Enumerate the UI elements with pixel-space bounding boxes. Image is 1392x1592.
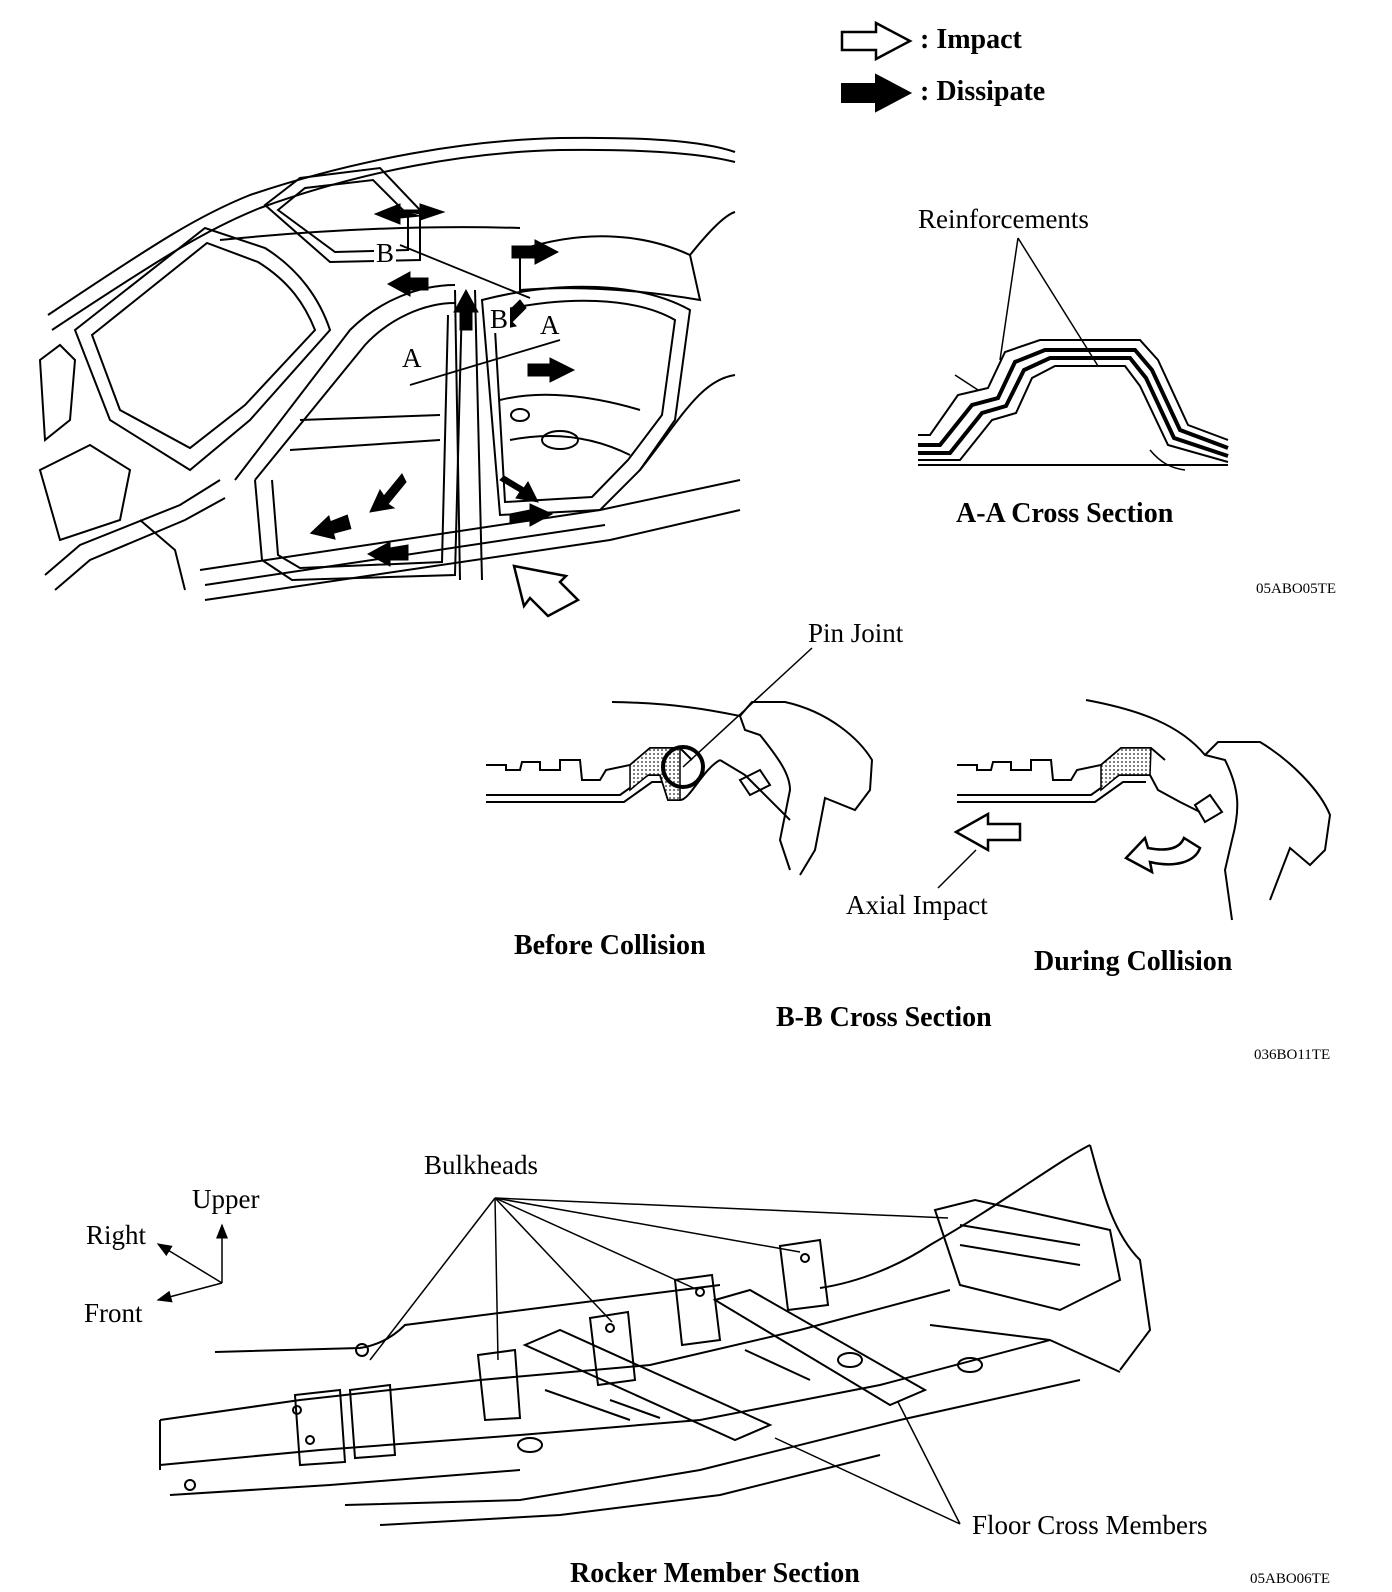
legend-impact-label: : Impact — [920, 24, 1022, 55]
dissipate-arrows — [309, 203, 576, 567]
aa-cross-section-profile — [918, 339, 1229, 471]
orientation-axes — [156, 1223, 228, 1303]
floor-cross-members-leader-lines — [774, 1401, 961, 1525]
rocker-member-structure — [159, 1144, 1152, 1526]
bulkheads-leader-lines — [369, 1197, 949, 1361]
legend-dissipate-label: : Dissipate — [920, 76, 1046, 107]
bb-during-filled-reinforcement — [1100, 747, 1152, 792]
rotation-arrow — [1123, 835, 1202, 875]
section-mark-b-left: B — [374, 238, 397, 268]
rocker-figure-code: 05ABO06TE — [1250, 1571, 1330, 1587]
bb-during-collision-profile — [957, 699, 1332, 921]
section-mark-a-right: A — [538, 310, 562, 340]
before-collision-title: Before Collision — [514, 930, 706, 961]
legend-impact-arrow — [840, 20, 913, 62]
bb-cross-section-title: B-B Cross Section — [776, 1002, 992, 1033]
body-side-structure — [38, 136, 741, 601]
axial-impact-callout: Axial Impact — [846, 890, 988, 920]
bulkheads-callout: Bulkheads — [424, 1150, 538, 1180]
bb-before-filled-reinforcement — [629, 747, 681, 801]
aa-cross-section-title: A-A Cross Section — [956, 498, 1174, 529]
during-collision-title: During Collision — [1034, 946, 1233, 977]
reinforcements-callout: Reinforcements — [918, 204, 1089, 234]
pin-joint-marker — [661, 745, 705, 789]
axial-impact-arrow — [953, 811, 1022, 853]
section-mark-b-right: B — [488, 304, 511, 334]
rocker-member-section-title: Rocker Member Section — [570, 1558, 860, 1589]
pin-joint-callout: Pin Joint — [808, 618, 904, 648]
axial-impact-leader-line — [937, 849, 977, 889]
pin-joint-leader-line — [682, 647, 813, 768]
orientation-right-label: Right — [86, 1220, 147, 1250]
floor-cross-members-callout: Floor Cross Members — [972, 1510, 1208, 1540]
orientation-upper-label: Upper — [192, 1184, 260, 1214]
aa-figure-code: 05ABO05TE — [1256, 581, 1336, 597]
side-impact-arrow — [512, 564, 581, 618]
section-mark-a-left: A — [400, 343, 424, 373]
orientation-front-label: Front — [84, 1298, 143, 1328]
legend-dissipate-arrow — [841, 73, 913, 113]
reinforcements-leader-lines — [999, 237, 1099, 367]
bb-figure-code: 036BO11TE — [1254, 1047, 1331, 1063]
